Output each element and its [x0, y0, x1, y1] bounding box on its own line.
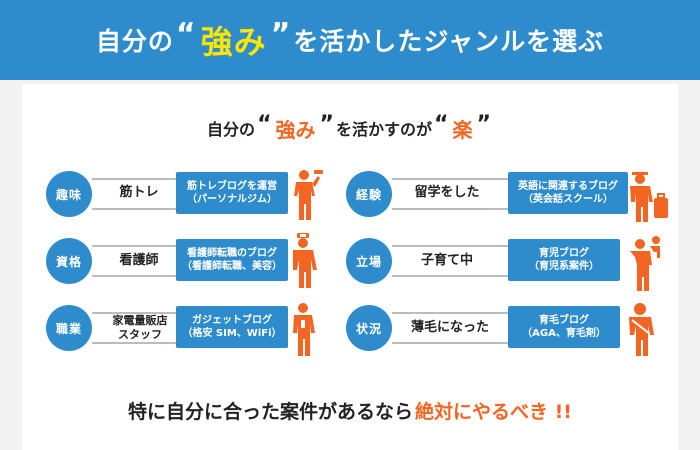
- box-experience-line2: （英会話スクール）: [523, 194, 613, 205]
- box-job-line2: （格安 SIM、WiFi）: [182, 328, 282, 339]
- staff-person-icon: [293, 303, 315, 356]
- box-position-line1: 育児ブログ: [539, 247, 589, 259]
- row-text-status: 薄毛になった: [410, 319, 489, 335]
- bottom-message: 特に自分に合った案件があるなら 絶対にやるべき !!: [0, 392, 700, 428]
- box-license-line2: （看護師転職、美容）: [182, 261, 282, 272]
- label-circle-job: 職業: [46, 305, 92, 351]
- box-position: 育児ブログ （育児系案件）: [508, 239, 620, 281]
- box-position-line2: （育児系案件）: [529, 261, 599, 272]
- traveler-suitcase-icon: [630, 172, 668, 222]
- subtitle-quote-open: “: [257, 111, 272, 137]
- box-status-line1: 育毛ブログ: [539, 314, 589, 326]
- muscle-training-person-icon: [294, 170, 323, 220]
- subtitle: 自分の “ 強み ” を活かすのが “ 楽 ”: [0, 111, 700, 143]
- row-text-position: 子育て中: [420, 252, 473, 268]
- box-status: 育毛ブログ （AGA、育毛剤）: [508, 306, 620, 348]
- bottom-message-text: 特に自分に合った案件があるなら: [128, 400, 414, 423]
- subtitle-quote-close-2: ”: [476, 111, 491, 137]
- row-text-job-line1: 家電量販店: [112, 314, 168, 328]
- row-text-license: 看護師: [119, 252, 159, 268]
- box-experience: 英語に関連するブログ （英会話スクール）: [508, 172, 628, 214]
- subtitle-pre: 自分の: [207, 120, 256, 139]
- box-hobby: 筋トレブログを運営 （パーソナルジム）: [176, 172, 288, 214]
- box-experience-line1: 英語に関連するブログ: [518, 180, 618, 192]
- man-thinning-hair-icon: [629, 303, 654, 356]
- subtitle-quote-open-2: “: [434, 111, 449, 137]
- nurse-person-icon: [293, 233, 317, 288]
- box-license: 看護師転職のブログ （看護師転職、美容）: [176, 239, 288, 281]
- box-status-line2: （AGA、育毛剤）: [522, 328, 606, 339]
- label-circle-hobby: 趣味: [46, 171, 92, 217]
- label-circle-status: 状況: [346, 305, 392, 351]
- header-highlight: 強み: [200, 23, 267, 61]
- label-circle-position: 立場: [346, 238, 392, 284]
- header-pre: 自分の: [95, 27, 174, 56]
- box-hobby-line1: 筋トレブログを運営: [187, 180, 277, 192]
- parent-child-icon: [630, 236, 660, 291]
- subtitle-highlight-strength: 強み: [275, 117, 316, 142]
- box-hobby-line2: （パーソナルジム）: [187, 194, 277, 205]
- row-text-job: 家電量販店 スタッフ: [104, 308, 176, 348]
- header-banner: 自分の “ 強み ” を活かしたジャンルを選ぶ: [0, 0, 700, 80]
- row-text-hobby: 筋トレ: [119, 184, 159, 200]
- subtitle-highlight-easy: 楽: [452, 117, 473, 142]
- subtitle-mid: を活かすのが: [336, 120, 433, 139]
- header-quote-close: ”: [270, 16, 292, 52]
- row-text-experience: 留学をした: [414, 184, 480, 200]
- box-job: ガジェットブログ （格安 SIM、WiFi）: [176, 306, 288, 348]
- header-post: を活かしたジャンルを選ぶ: [293, 27, 605, 56]
- box-license-line1: 看護師転職のブログ: [187, 247, 277, 259]
- label-circle-experience: 経験: [346, 171, 392, 217]
- bottom-message-highlight: 絶対にやるべき !!: [415, 400, 572, 423]
- subtitle-quote-close: ”: [319, 111, 334, 137]
- label-circle-license: 資格: [46, 238, 92, 284]
- header-quote-open: “: [175, 16, 197, 52]
- row-text-job-line2: スタッフ: [118, 328, 162, 341]
- box-job-line1: ガジェットブログ: [192, 314, 272, 326]
